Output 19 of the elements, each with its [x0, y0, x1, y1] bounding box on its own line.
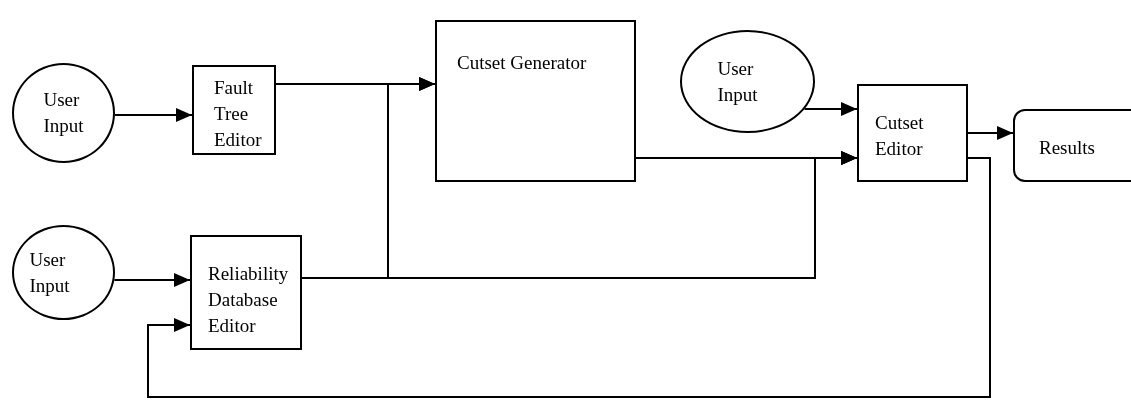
- process-box: [857, 84, 968, 182]
- process-box: [190, 235, 302, 350]
- terminal-box: [1013, 109, 1131, 182]
- node-label: User Input: [43, 88, 85, 138]
- node-label: Reliability Database Editor: [208, 262, 290, 338]
- arrow: [147, 157, 991, 398]
- arrow: [113, 273, 191, 287]
- arrow: [635, 151, 858, 165]
- arrow: [803, 102, 858, 116]
- node-label: Results: [1039, 136, 1096, 160]
- node-label: User Input: [717, 56, 759, 107]
- process-box: [435, 20, 636, 182]
- arrow: [113, 108, 193, 122]
- process-box: [192, 65, 276, 155]
- node-label: Fault Tree Editor: [214, 76, 263, 152]
- arrow: [967, 126, 1014, 140]
- node-label: Cutset Generator: [457, 51, 588, 75]
- node-label: Cutset Editor: [875, 111, 925, 161]
- node-label: User Input: [29, 247, 71, 298]
